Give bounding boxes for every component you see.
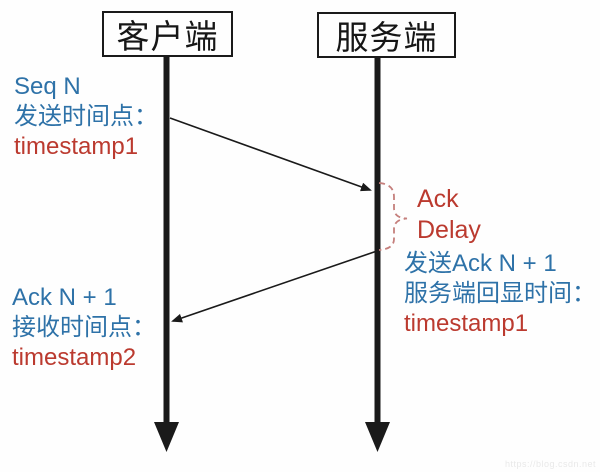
- actor-label-server: 服务端: [335, 19, 438, 56]
- ack-label: Ack N + 1: [12, 284, 117, 311]
- ack-delay-label: Ack Delay: [417, 184, 481, 246]
- actor-label-client: 客户端: [116, 18, 219, 55]
- echo-time-label: 服务端回显时间：: [404, 280, 596, 307]
- send-ack-label: 发送Ack N + 1: [404, 250, 557, 277]
- ack-receive-annotation: Ack N + 1 接收时间点： timestamp2: [12, 283, 156, 373]
- receive-timestamp-value: timestamp2: [12, 344, 137, 371]
- echo-timestamp-value: timestamp1: [404, 310, 529, 337]
- watermark: https://blog.csdn.net: [504, 459, 596, 469]
- seq-annotation: Seq N 发送时间点： timestamp1: [14, 72, 158, 162]
- actor-box-server: 服务端: [317, 12, 456, 58]
- seq-label: Seq N: [14, 73, 81, 100]
- receive-time-label: 接收时间点：: [12, 314, 156, 341]
- seq-message-arrow: [169, 117, 372, 192]
- ack-delay-brace: [378, 182, 408, 251]
- ack-message-arrow: [171, 250, 378, 323]
- ack-delay-line2: Delay: [417, 216, 481, 244]
- client-lifeline-arrowhead: [154, 422, 179, 452]
- server-lifeline-arrowhead: [365, 422, 390, 452]
- ack-delay-line1: Ack: [417, 185, 459, 213]
- send-timestamp-value: timestamp1: [14, 133, 139, 160]
- server-echo-annotation: 发送Ack N + 1 服务端回显时间： timestamp1: [404, 249, 596, 339]
- send-time-label: 发送时间点：: [14, 103, 158, 130]
- actor-box-client: 客户端: [102, 11, 233, 57]
